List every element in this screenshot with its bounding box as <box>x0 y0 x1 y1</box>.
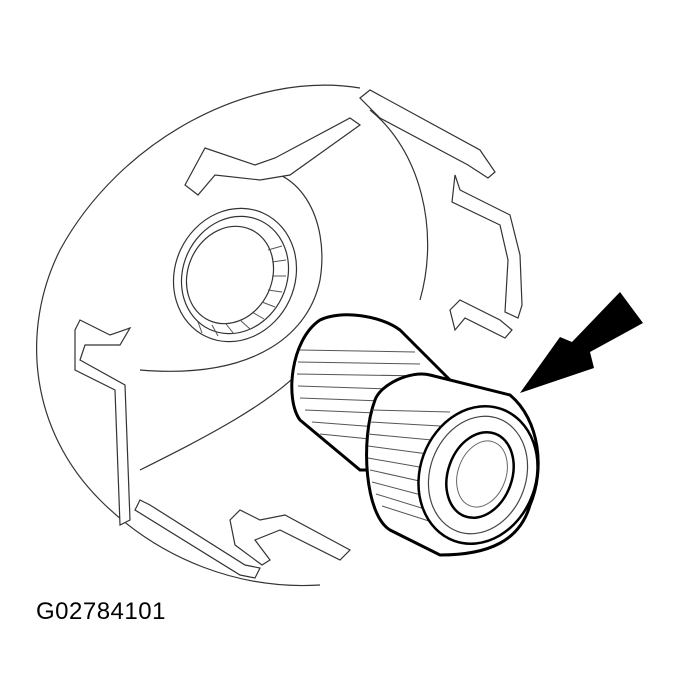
splined-sleeve <box>290 313 540 557</box>
bearing <box>172 207 298 343</box>
callout-arrow-icon <box>520 292 643 393</box>
outer-disc <box>36 84 361 587</box>
spring-clips <box>74 89 523 579</box>
figure-id-label: G02784101 <box>36 598 166 625</box>
